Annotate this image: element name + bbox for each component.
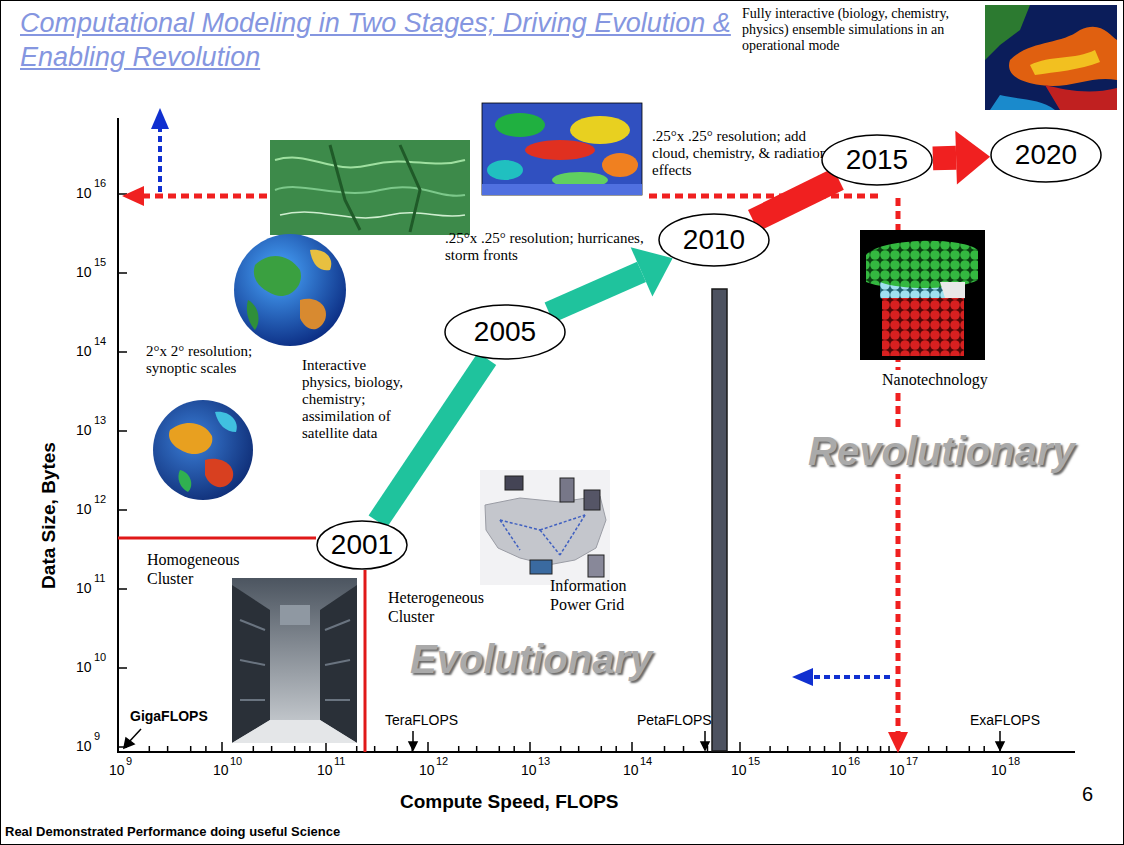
stage-watermark: Revolutionary <box>806 428 1077 474</box>
scale-marker: GigaFLOPS <box>130 708 208 725</box>
tick-exponent: 18 <box>1008 755 1020 767</box>
year-ellipse: 2005 <box>444 304 566 360</box>
tick-base: 10 <box>991 762 1007 778</box>
topography-map-image <box>270 140 470 235</box>
axis-title: Compute Speed, FLOPS <box>400 790 619 813</box>
platform-label: Heterogeneous Cluster <box>388 588 503 626</box>
year-label: 2001 <box>331 529 393 561</box>
year-ellipse: 2010 <box>658 213 770 267</box>
tick-exponent: 15 <box>748 755 760 767</box>
tick-base: 10 <box>109 762 125 778</box>
year-label: 2005 <box>474 316 536 348</box>
tick-base: 10 <box>731 762 747 778</box>
tick-exponent: 16 <box>94 177 106 189</box>
tick-base: 10 <box>76 501 92 517</box>
tick-base: 10 <box>623 762 639 778</box>
stage-watermark: Evolutionary <box>410 636 652 682</box>
tick-exponent: 14 <box>640 755 652 767</box>
scenario-note: Fully interactive (biology, chemistry, p… <box>742 6 974 54</box>
slide-title: Computational Modeling in Two Stages; Dr… <box>20 6 740 74</box>
cluster-room-photo <box>232 578 357 743</box>
ocean-globe <box>153 400 253 500</box>
tick-base: 10 <box>213 762 229 778</box>
axis-title: Data Size, Bytes <box>37 442 60 589</box>
tick-exponent: 11 <box>94 572 105 584</box>
ocean-simulation-image <box>985 5 1117 110</box>
footer-caption: Real Demonstrated Performance doing usef… <box>5 824 340 840</box>
tick-base: 10 <box>76 185 92 201</box>
year-label: 2020 <box>1015 139 1077 171</box>
tick-exponent: 17 <box>906 755 918 767</box>
tick-exponent: 10 <box>230 755 242 767</box>
scenario-note: .25°x .25° resolution; add cloud, chemis… <box>652 128 837 179</box>
tick-base: 10 <box>76 580 92 596</box>
scale-marker: TeraFLOPS <box>385 712 458 729</box>
timeline-arrow <box>545 247 673 323</box>
scale-marker: PetaFLOPS <box>637 712 712 729</box>
tick-base: 10 <box>831 762 847 778</box>
tick-base: 10 <box>76 422 92 438</box>
tick-exponent: 15 <box>94 256 106 268</box>
tick-exponent: 11 <box>334 755 345 767</box>
year-ellipse: 2015 <box>821 134 933 186</box>
tick-base: 10 <box>76 264 92 280</box>
tick-exponent: 16 <box>848 755 860 767</box>
year-label: 2010 <box>683 224 745 256</box>
scale-marker: ExaFLOPS <box>970 712 1040 729</box>
nanotube-image <box>860 230 985 360</box>
earth-globe <box>234 234 346 346</box>
tick-exponent: 12 <box>94 493 106 505</box>
tick-exponent: 9 <box>126 755 132 767</box>
tick-base: 10 <box>521 762 537 778</box>
year-ellipse: 2020 <box>990 127 1102 183</box>
platform-label: Information Power Grid <box>550 576 660 614</box>
timeline-arrow <box>933 131 991 185</box>
tick-base: 10 <box>76 738 92 754</box>
tick-exponent: 12 <box>436 755 448 767</box>
image-caption: Nanotechnology <box>880 370 990 389</box>
scenario-note: Interactive physics, biology, chemistry;… <box>302 357 414 442</box>
tick-base: 10 <box>76 659 92 675</box>
cluster-boundary <box>118 538 365 752</box>
power-grid-map <box>480 470 610 585</box>
tick-exponent: 13 <box>538 755 550 767</box>
page-number: 6 <box>1082 782 1093 806</box>
tick-base: 10 <box>317 762 333 778</box>
tick-exponent: 10 <box>94 651 106 663</box>
scenario-note: 2°x 2° resolution; synoptic scales <box>146 343 286 377</box>
tick-base: 10 <box>76 343 92 359</box>
year-ellipse: 2001 <box>316 520 408 570</box>
tick-exponent: 14 <box>94 335 106 347</box>
year-label: 2015 <box>846 144 908 176</box>
tick-exponent: 9 <box>94 730 100 742</box>
petaflops-bar <box>712 289 727 751</box>
tick-base: 10 <box>889 762 905 778</box>
tick-base: 10 <box>419 762 435 778</box>
platform-label: Homogeneous Cluster <box>147 550 257 588</box>
global-map-image <box>467 98 647 210</box>
tick-exponent: 13 <box>94 414 106 426</box>
scenario-note: .25°x .25° resolution; hurricanes, storm… <box>445 230 645 264</box>
timeline-arrow <box>748 168 844 231</box>
